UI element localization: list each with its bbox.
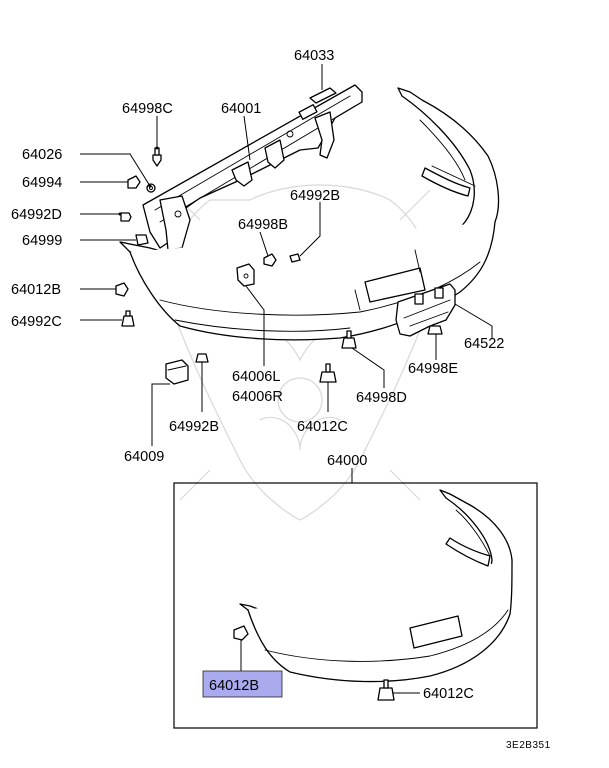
label-64033[interactable]: 64033 — [294, 48, 334, 64]
label-64522[interactable]: 64522 — [464, 336, 504, 352]
label-64992d[interactable]: 64992D — [11, 207, 62, 223]
label-64012b-inset[interactable]: 64012B — [209, 678, 259, 694]
label-64001[interactable]: 64001 — [221, 101, 261, 117]
highlight-box — [202, 670, 283, 698]
label-64012b-left[interactable]: 64012B — [11, 282, 61, 298]
bumper-reinforcement-64001[interactable] — [142, 84, 363, 251]
bracket-64006[interactable] — [236, 263, 255, 287]
callout-labels: 64033 64998C 64001 64026 64994 64992B 64… — [11, 48, 551, 751]
clip-64992c[interactable] — [121, 310, 135, 327]
inset-clip-64012c[interactable] — [377, 679, 395, 701]
label-64012c-inset[interactable]: 64012C — [423, 686, 474, 702]
inset-bumper-cover[interactable] — [239, 489, 513, 683]
label-64000[interactable]: 64000 — [327, 453, 367, 469]
inset-grommet-64012b[interactable] — [233, 625, 249, 641]
leader-dots — [118, 146, 159, 216]
screw-64992b-upper[interactable] — [289, 253, 301, 263]
bracket-64522[interactable] — [395, 283, 456, 337]
pad-64033[interactable] — [309, 87, 337, 104]
bracket-64009[interactable] — [165, 359, 189, 385]
label-64999[interactable]: 64999 — [22, 233, 62, 249]
clip-64999[interactable] — [135, 234, 149, 246]
label-64994[interactable]: 64994 — [22, 175, 62, 191]
leader-lines — [80, 64, 493, 694]
screw-64998e[interactable] — [427, 325, 443, 335]
bolt-64994[interactable] — [127, 175, 141, 189]
label-64998d[interactable]: 64998D — [356, 390, 407, 406]
label-64992b-upper[interactable]: 64992B — [290, 188, 340, 204]
label-64006l[interactable]: 64006L — [232, 369, 280, 385]
clip-64998c[interactable] — [152, 147, 162, 167]
clip-64998d[interactable] — [341, 330, 357, 349]
label-64998e[interactable]: 64998E — [408, 361, 458, 377]
label-64998c[interactable]: 64998C — [122, 101, 173, 117]
label-64026[interactable]: 64026 — [22, 147, 62, 163]
label-64998b[interactable]: 64998B — [238, 217, 288, 233]
label-64006r[interactable]: 64006R — [232, 389, 283, 405]
inset-frame — [173, 482, 538, 729]
diagram-code: 3E2B351 — [506, 740, 551, 751]
bolt-64998b[interactable] — [263, 253, 277, 267]
clip-64012c-mid[interactable] — [319, 363, 337, 383]
screw-64992b-lower[interactable] — [195, 353, 209, 363]
screw-64992d[interactable] — [120, 212, 132, 222]
label-64992b-lower[interactable]: 64992B — [169, 419, 219, 435]
label-64012c-mid[interactable]: 64012C — [297, 419, 348, 435]
label-64992c[interactable]: 64992C — [11, 314, 62, 330]
grommet-64012b[interactable] — [115, 282, 129, 297]
label-64009[interactable]: 64009 — [124, 449, 164, 465]
